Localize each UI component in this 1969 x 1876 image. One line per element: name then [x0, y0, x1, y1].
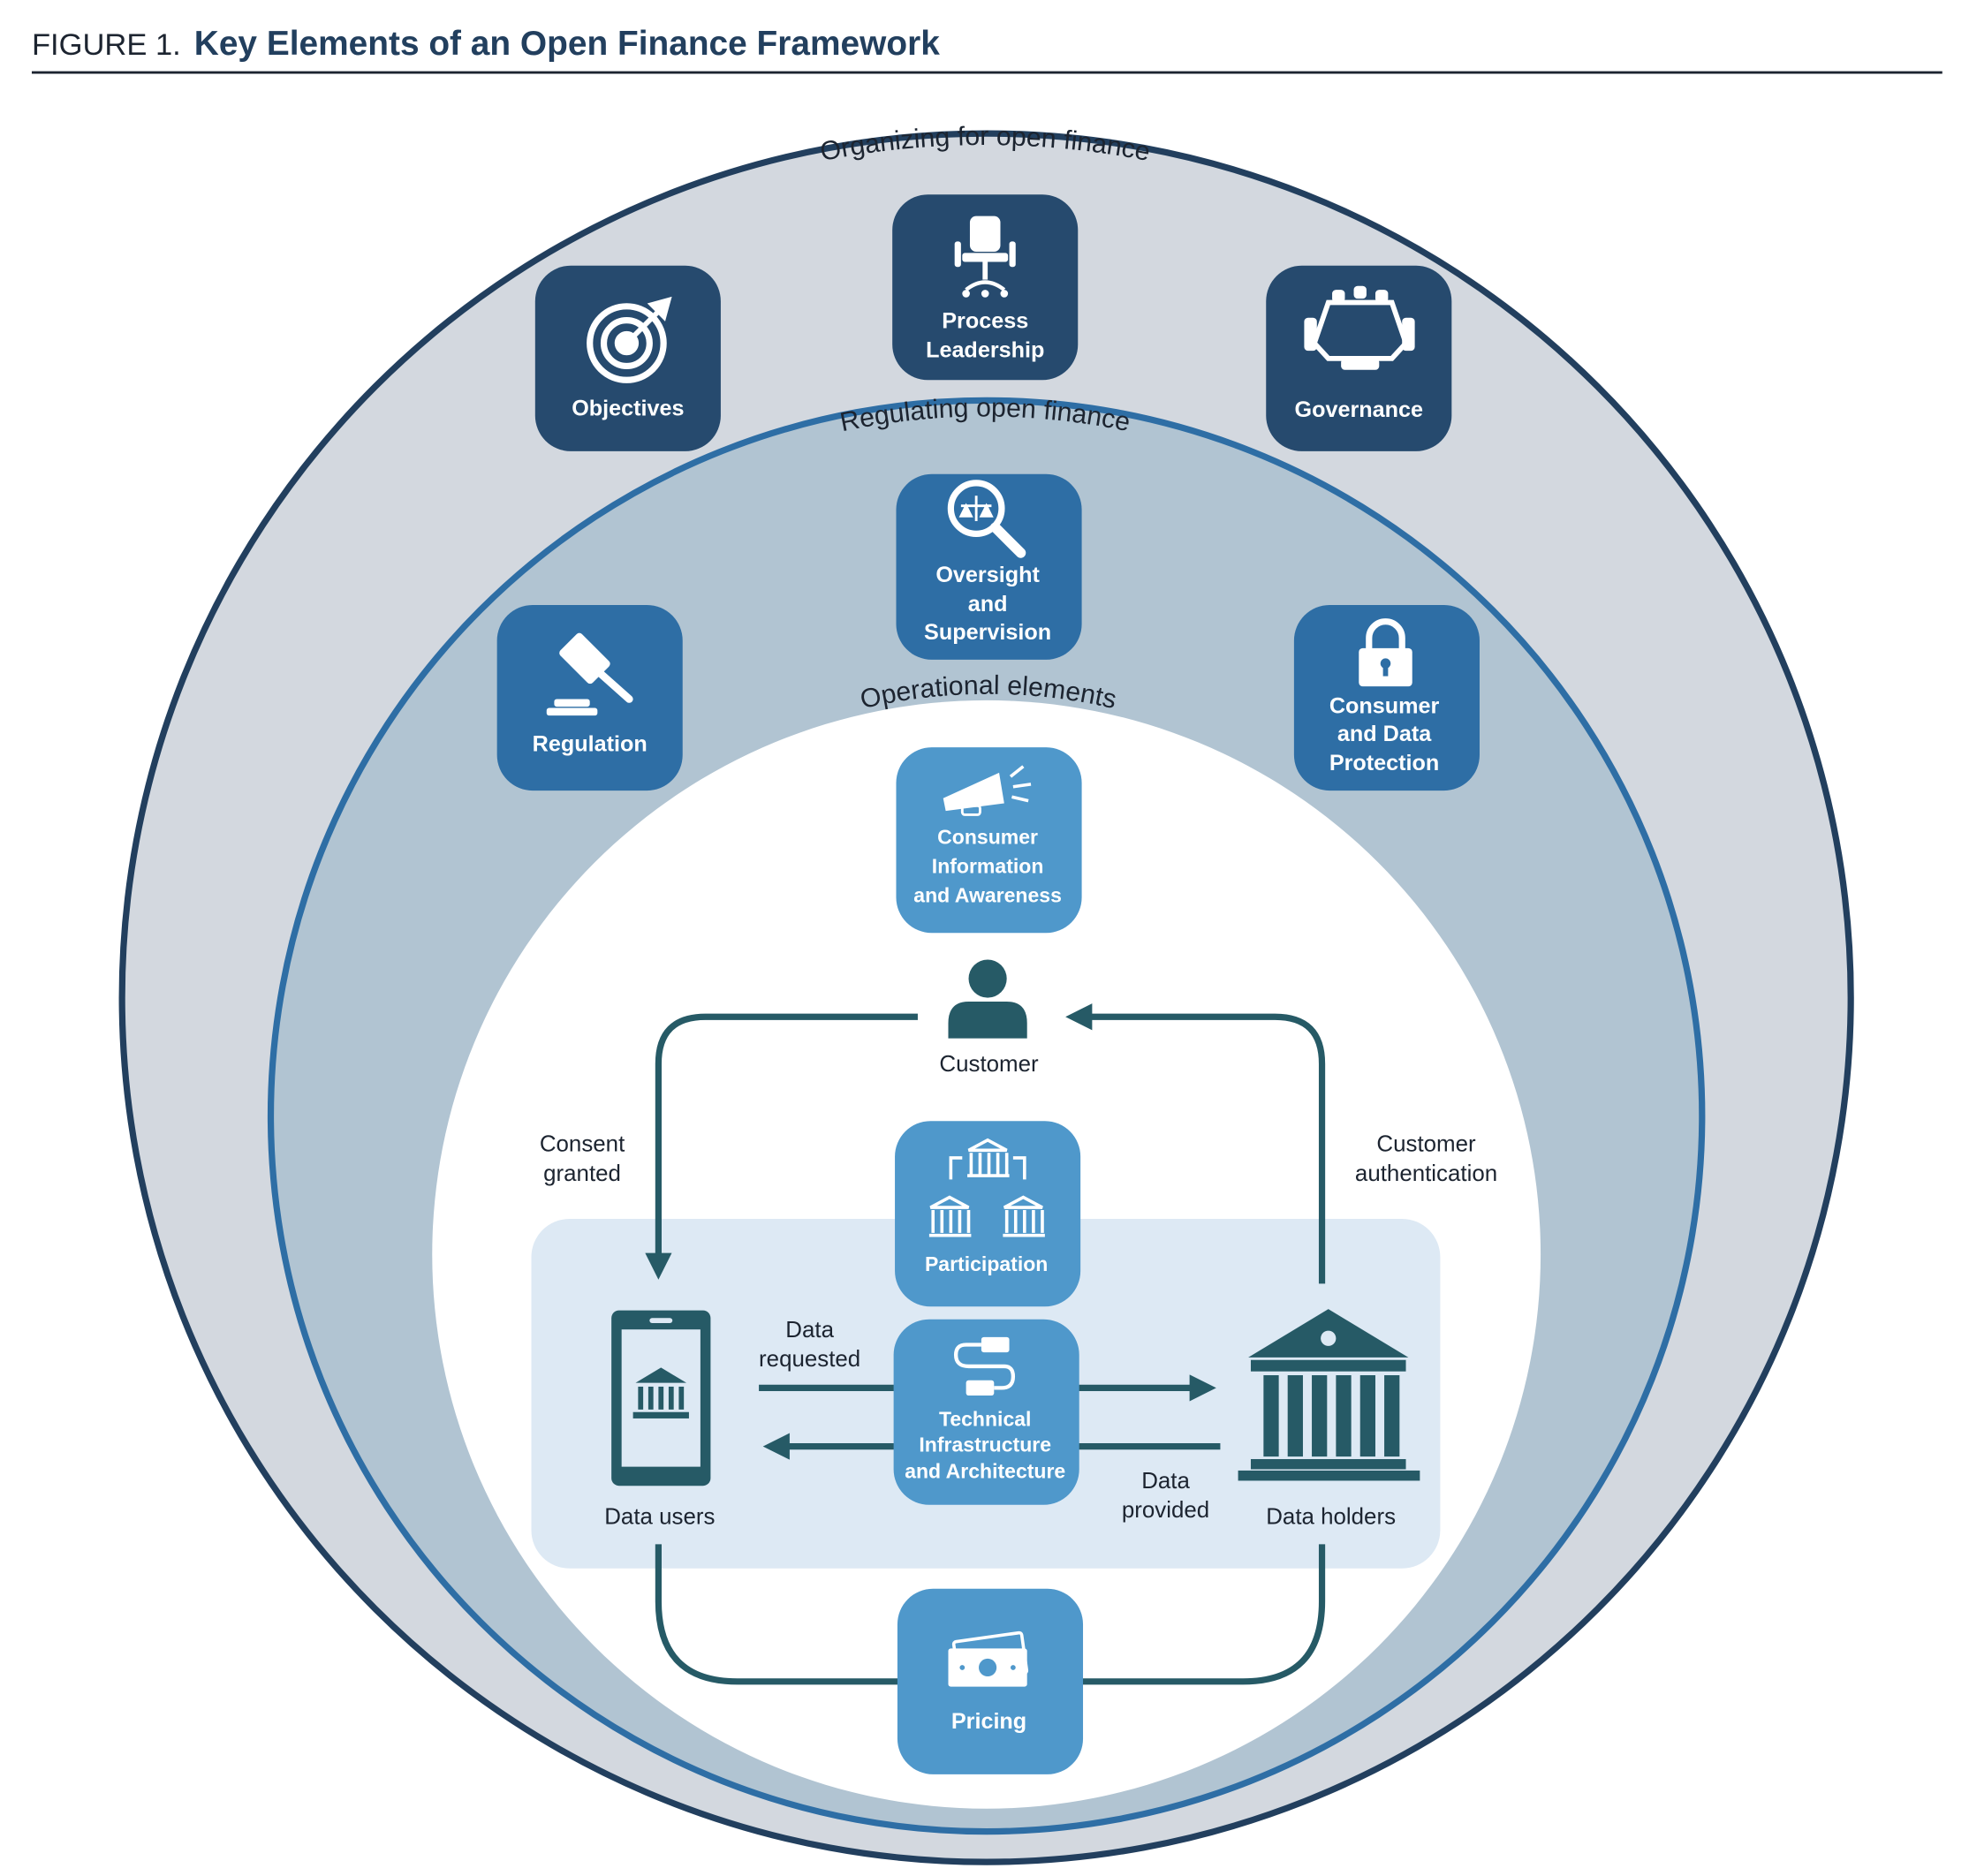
- meeting-table-icon: [1304, 285, 1415, 370]
- data-holders-label: Data holders: [1266, 1504, 1396, 1529]
- target-icon: [587, 296, 672, 383]
- box-process-leadership: Process Leadership: [892, 194, 1079, 381]
- box-label: Participation: [925, 1252, 1048, 1275]
- data-users-label: Data users: [604, 1504, 715, 1529]
- box-technical-infrastructure: Technical Infrastructure and Architectur…: [893, 1319, 1079, 1505]
- customer-label: Customer: [939, 1052, 1039, 1077]
- box-label-line: Process: [942, 308, 1028, 333]
- gavel-icon: [546, 632, 633, 716]
- bank-building-icon: [1238, 1309, 1420, 1481]
- box-participation: Participation: [895, 1121, 1081, 1307]
- box-label: Objectives: [572, 397, 684, 421]
- data-requested-label: Data: [785, 1318, 834, 1343]
- office-chair-icon: [954, 216, 1016, 298]
- customer-node: Customer: [939, 959, 1039, 1077]
- box-label-line: Consumer: [1329, 693, 1440, 718]
- data-requested-label: requested: [759, 1347, 860, 1372]
- box-label: Pricing: [951, 1709, 1026, 1734]
- box-label-line: Protection: [1329, 751, 1439, 775]
- box-label: Governance: [1295, 397, 1424, 422]
- cable-connector-icon: [953, 1336, 1016, 1396]
- data-provided-label: Data: [1141, 1469, 1190, 1494]
- box-label-line: Leadership: [926, 337, 1044, 362]
- smartphone-bank-icon: [611, 1310, 711, 1486]
- box-label-line: and Architecture: [905, 1460, 1065, 1483]
- figure-label: FIGURE 1.: [32, 28, 181, 62]
- box-label-line: Technical: [939, 1408, 1031, 1431]
- data-users-node: Data users: [604, 1310, 715, 1529]
- box-label-line: Infrastructure: [919, 1433, 1051, 1456]
- consent-label: granted: [543, 1161, 621, 1186]
- institutions-network-icon: [928, 1138, 1045, 1237]
- consent-arrow: [645, 1013, 918, 1280]
- box-label-line: and Awareness: [913, 884, 1062, 907]
- figure-title: FIGURE 1. Key Elements of an Open Financ…: [32, 25, 940, 63]
- data-provided-label: provided: [1122, 1498, 1209, 1523]
- box-label: Regulation: [533, 731, 647, 756]
- authentication-arrow: [1065, 1003, 1326, 1284]
- padlock-icon: [1359, 618, 1412, 687]
- figure-title-text: Key Elements of an Open Finance Framewor…: [194, 25, 940, 63]
- box-objectives: Objectives: [534, 265, 721, 451]
- box-label-line: and Data: [1337, 722, 1432, 746]
- box-label-line: Supervision: [924, 620, 1051, 645]
- box-consumer-data-protection: Consumer and Data Protection: [1293, 604, 1480, 791]
- data-holders-node: Data holders: [1238, 1309, 1420, 1529]
- banknotes-icon: [948, 1630, 1029, 1687]
- figure-header: FIGURE 1. Key Elements of an Open Financ…: [31, 25, 1942, 74]
- box-label-line: Information: [932, 855, 1044, 878]
- box-pricing: Pricing: [897, 1588, 1084, 1774]
- megaphone-icon: [943, 765, 1032, 816]
- box-regulation: Regulation: [496, 604, 683, 791]
- box-oversight-supervision: Oversight and Supervision: [896, 473, 1082, 660]
- person-icon: [948, 959, 1027, 1039]
- box-consumer-information: Consumer Information and Awareness: [896, 747, 1082, 934]
- box-governance: Governance: [1266, 265, 1452, 451]
- authentication-label: Customer: [1376, 1132, 1476, 1157]
- box-label-line: Consumer: [937, 826, 1038, 849]
- consent-label: Consent: [540, 1132, 625, 1157]
- magnifier-scales-icon: [947, 480, 1026, 558]
- box-label-line: Oversight: [935, 563, 1040, 587]
- box-label-line: and: [968, 592, 1008, 617]
- authentication-label: authentication: [1355, 1161, 1497, 1186]
